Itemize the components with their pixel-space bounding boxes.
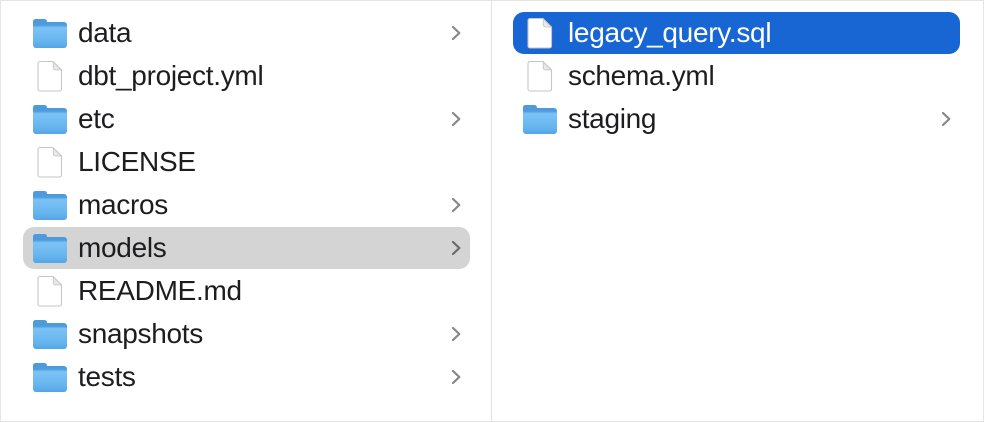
file-row-license[interactable]: LICENSE (23, 141, 470, 183)
file-row-legacy-query-sql[interactable]: legacy_query.sql (513, 12, 960, 54)
item-label: models (78, 232, 167, 263)
chevron-right-icon (450, 238, 462, 258)
folder-row-models[interactable]: models (23, 227, 470, 269)
column-resize-divider[interactable] (491, 1, 492, 421)
folder-row-macros[interactable]: macros (23, 184, 470, 226)
chevron-right-icon (450, 324, 462, 344)
item-icon-slot (33, 98, 67, 140)
document-icon (527, 17, 553, 49)
item-label: dbt_project.yml (78, 60, 264, 91)
folder-row-tests[interactable]: tests (23, 356, 470, 398)
folder-row-data[interactable]: data (23, 12, 470, 54)
folder-icon (33, 18, 67, 48)
document-icon (37, 60, 63, 92)
item-icon-slot (33, 55, 67, 97)
item-label: schema.yml (568, 60, 715, 91)
item-label: macros (78, 189, 168, 220)
file-row-schema-yml[interactable]: schema.yml (513, 55, 960, 97)
item-icon-slot (523, 55, 557, 97)
item-label: legacy_query.sql (568, 17, 772, 48)
folder-icon (33, 233, 67, 263)
item-icon-slot (33, 141, 67, 183)
document-icon (37, 275, 63, 307)
folder-row-snapshots[interactable]: snapshots (23, 313, 470, 355)
finder-column-child[interactable]: legacy_query.sql schema.yml staging (492, 1, 983, 421)
item-label: tests (78, 361, 136, 392)
item-icon-slot (523, 12, 557, 54)
document-icon (527, 60, 553, 92)
folder-icon (33, 190, 67, 220)
folder-icon (33, 362, 67, 392)
folder-row-etc[interactable]: etc (23, 98, 470, 140)
item-label: README.md (78, 275, 242, 306)
item-icon-slot (33, 227, 67, 269)
file-row-readme-md[interactable]: README.md (23, 270, 470, 312)
item-label: data (78, 17, 132, 48)
folder-icon (33, 104, 67, 134)
folder-icon (523, 104, 557, 134)
folder-icon (33, 319, 67, 349)
item-icon-slot (33, 313, 67, 355)
item-icon-slot (33, 270, 67, 312)
document-icon (37, 146, 63, 178)
file-row-dbt-project-yml[interactable]: dbt_project.yml (23, 55, 470, 97)
item-label: staging (568, 103, 657, 134)
item-label: etc (78, 103, 115, 134)
chevron-right-icon (450, 109, 462, 129)
item-icon-slot (33, 356, 67, 398)
item-icon-slot (523, 98, 557, 140)
folder-row-staging[interactable]: staging (513, 98, 960, 140)
item-icon-slot (33, 184, 67, 226)
chevron-right-icon (940, 109, 952, 129)
chevron-right-icon (450, 195, 462, 215)
item-icon-slot (33, 12, 67, 54)
item-label: LICENSE (78, 146, 196, 177)
finder-column-parent[interactable]: data dbt_project.yml etc LICENSE macros … (1, 1, 491, 421)
item-label: snapshots (78, 318, 203, 349)
chevron-right-icon (450, 23, 462, 43)
chevron-right-icon (450, 367, 462, 387)
